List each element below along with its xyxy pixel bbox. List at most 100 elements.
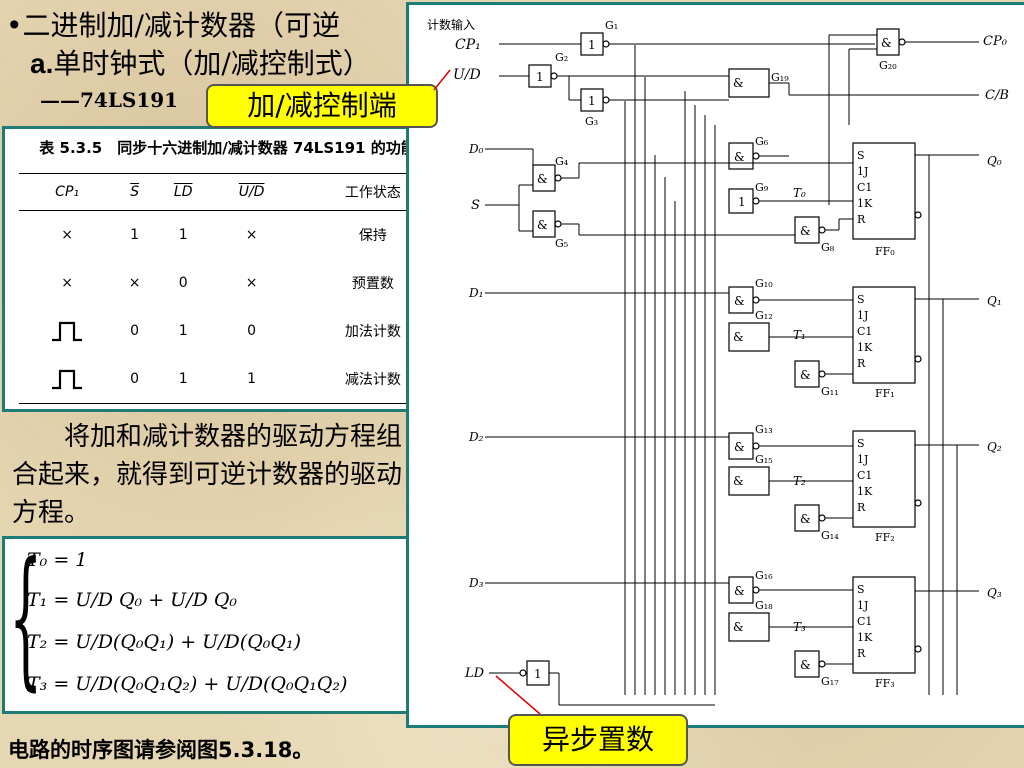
svg-text:G₅: G₅ xyxy=(555,237,568,250)
svg-text:&: & xyxy=(881,36,892,50)
svg-text:&: & xyxy=(800,368,811,382)
flipflop-ff1: S 1J C1 1K R FF₁ xyxy=(852,286,922,400)
svg-text:1: 1 xyxy=(738,195,746,209)
table-cell: × xyxy=(128,275,141,291)
input-d2: D₂ xyxy=(468,430,484,444)
subtitle-text: 单时钟式（加/减控制式） xyxy=(53,47,371,80)
table-cell: 加法计数 xyxy=(344,324,401,340)
svg-text:FF₀: FF₀ xyxy=(875,245,895,258)
svg-text:1: 1 xyxy=(536,70,544,84)
callout-async-load: 异步置数 xyxy=(508,714,688,766)
output-q0: Q₀ xyxy=(987,154,1002,168)
gate-g9: 1 G₉ xyxy=(728,181,769,214)
svg-text:C1: C1 xyxy=(857,615,872,628)
gate-g13: & G₁₃ xyxy=(728,423,773,460)
svg-text:R: R xyxy=(857,213,866,226)
svg-text:G₈: G₈ xyxy=(821,241,835,254)
input-d0: D₀ xyxy=(468,142,484,156)
svg-text:G₁₆: G₁₆ xyxy=(755,569,773,582)
svg-text:1J: 1J xyxy=(857,165,868,178)
gate-ld-inverter: 1 xyxy=(519,660,550,686)
slide-subtitle: a.单时钟式（加/减控制式） xyxy=(30,42,371,82)
svg-text:&: & xyxy=(733,76,744,90)
output-cb: C/B xyxy=(985,88,1009,103)
svg-text:&: & xyxy=(733,330,744,344)
svg-text:1J: 1J xyxy=(857,453,868,466)
equations-box: { T₀ = 1 T₁ = U/D Q₀ + U/D Q₀ T₂ = U/D(Q… xyxy=(2,536,456,714)
table-cell: 保持 xyxy=(358,228,387,244)
clock-pulse-icon xyxy=(52,369,83,390)
svg-text:&: & xyxy=(537,172,548,186)
eq-t3-text: T₃ = U/D(Q₀Q₁Q₂) + U/D(Q₀Q₁Q₂) xyxy=(27,673,348,695)
svg-text:1: 1 xyxy=(588,94,596,108)
svg-text:C1: C1 xyxy=(857,325,872,338)
svg-text:FF₁: FF₁ xyxy=(875,387,895,400)
table-cell: × xyxy=(245,275,258,291)
equation-t0: T₀ = 1 xyxy=(27,549,87,571)
equation-t3: T₃ = U/D(Q₀Q₁Q₂) + U/D(Q₀Q₁Q₂) xyxy=(27,673,347,695)
table-cell: × xyxy=(245,227,258,243)
svg-text:G₂₀: G₂₀ xyxy=(879,59,897,72)
svg-text:G₁₉: G₁₉ xyxy=(771,71,789,84)
function-table-box: 表 5.3.5 同步十六进制加/减计数器 74LS191 的功能表 CP₁ S … xyxy=(2,126,468,412)
svg-text:G₁₈: G₁₈ xyxy=(755,599,773,612)
table-cell: 1 xyxy=(178,227,188,243)
gate-g18: & G₁₈ xyxy=(728,599,773,642)
input-d3: D₃ xyxy=(468,576,484,590)
table-cell: 1 xyxy=(154,355,213,404)
svg-text:R: R xyxy=(857,647,866,660)
circuit-diagram-box: 计数输入 CP₁ U/D D₀ S D₁ D₂ D₃ LD CP₀ C/B Q₀… xyxy=(406,2,1024,728)
table-cell: 0 xyxy=(115,355,155,404)
table-cell: 预置数 xyxy=(351,276,394,292)
svg-text:1: 1 xyxy=(588,38,596,52)
svg-text:&: & xyxy=(734,150,745,164)
svg-text:C1: C1 xyxy=(857,469,872,482)
equations-brace: { xyxy=(9,531,43,705)
input-ud: U/D xyxy=(453,67,481,83)
table-header-ld-text: LD xyxy=(173,184,193,200)
svg-text:S: S xyxy=(857,149,865,162)
input-ld: LD xyxy=(464,666,485,681)
svg-text:&: & xyxy=(734,584,745,598)
svg-text:S: S xyxy=(857,437,865,450)
gate-g8: & G₈ xyxy=(794,216,835,254)
svg-text:G₁₄: G₁₄ xyxy=(821,529,839,542)
table-cell: × xyxy=(61,275,73,291)
svg-text:G₉: G₉ xyxy=(755,181,769,194)
gate-g4: & G₄ xyxy=(532,155,569,192)
table-header-ud-text: U/D xyxy=(238,184,265,200)
svg-text:1: 1 xyxy=(534,667,542,681)
svg-text:C1: C1 xyxy=(857,181,872,194)
output-q3: Q₃ xyxy=(987,586,1002,600)
chip-name: ——74LS191 xyxy=(40,88,179,112)
table-cell: 0 xyxy=(130,323,140,339)
input-title: 计数输入 xyxy=(427,17,475,32)
gate-g3: 1 G₃ xyxy=(580,88,610,128)
table-header-ld: LD xyxy=(154,173,213,211)
gate-g10: & G₁₀ xyxy=(728,277,773,314)
svg-text:R: R xyxy=(857,501,866,514)
label-t0: T₀ xyxy=(793,186,806,200)
svg-text:&: & xyxy=(733,474,744,488)
svg-text:G₁₇: G₁₇ xyxy=(821,675,839,688)
gate-g2: 1 G₂ xyxy=(528,51,568,88)
subtitle-prefix: a. xyxy=(30,48,54,79)
svg-text:1K: 1K xyxy=(857,341,873,354)
svg-text:G₂: G₂ xyxy=(555,51,568,64)
label-t1: T₁ xyxy=(793,328,806,342)
svg-text:G₁₃: G₁₃ xyxy=(755,423,773,436)
table-cell: 0 xyxy=(247,323,257,339)
table-header-s-text: S xyxy=(130,184,140,200)
equation-t1: T₁ = U/D Q₀ + U/D Q₀ xyxy=(27,589,237,611)
circuit-diagram: 计数输入 CP₁ U/D D₀ S D₁ D₂ D₃ LD CP₀ C/B Q₀… xyxy=(427,17,1009,706)
eq-t2-text: T₂ = U/D(Q₀Q₁) + U/D(Q₀Q₁) xyxy=(27,631,302,653)
gate-g20: & G₂₀ xyxy=(876,28,906,72)
svg-text:G₁₁: G₁₁ xyxy=(821,385,839,398)
svg-text:FF₃: FF₃ xyxy=(875,677,895,690)
table-cell xyxy=(19,307,115,355)
svg-text:&: & xyxy=(733,620,744,634)
slide-title: •二进制加/减计数器（可逆 xyxy=(6,9,340,42)
svg-text:&: & xyxy=(734,294,745,308)
gate-g12: & G₁₂ xyxy=(728,309,773,352)
